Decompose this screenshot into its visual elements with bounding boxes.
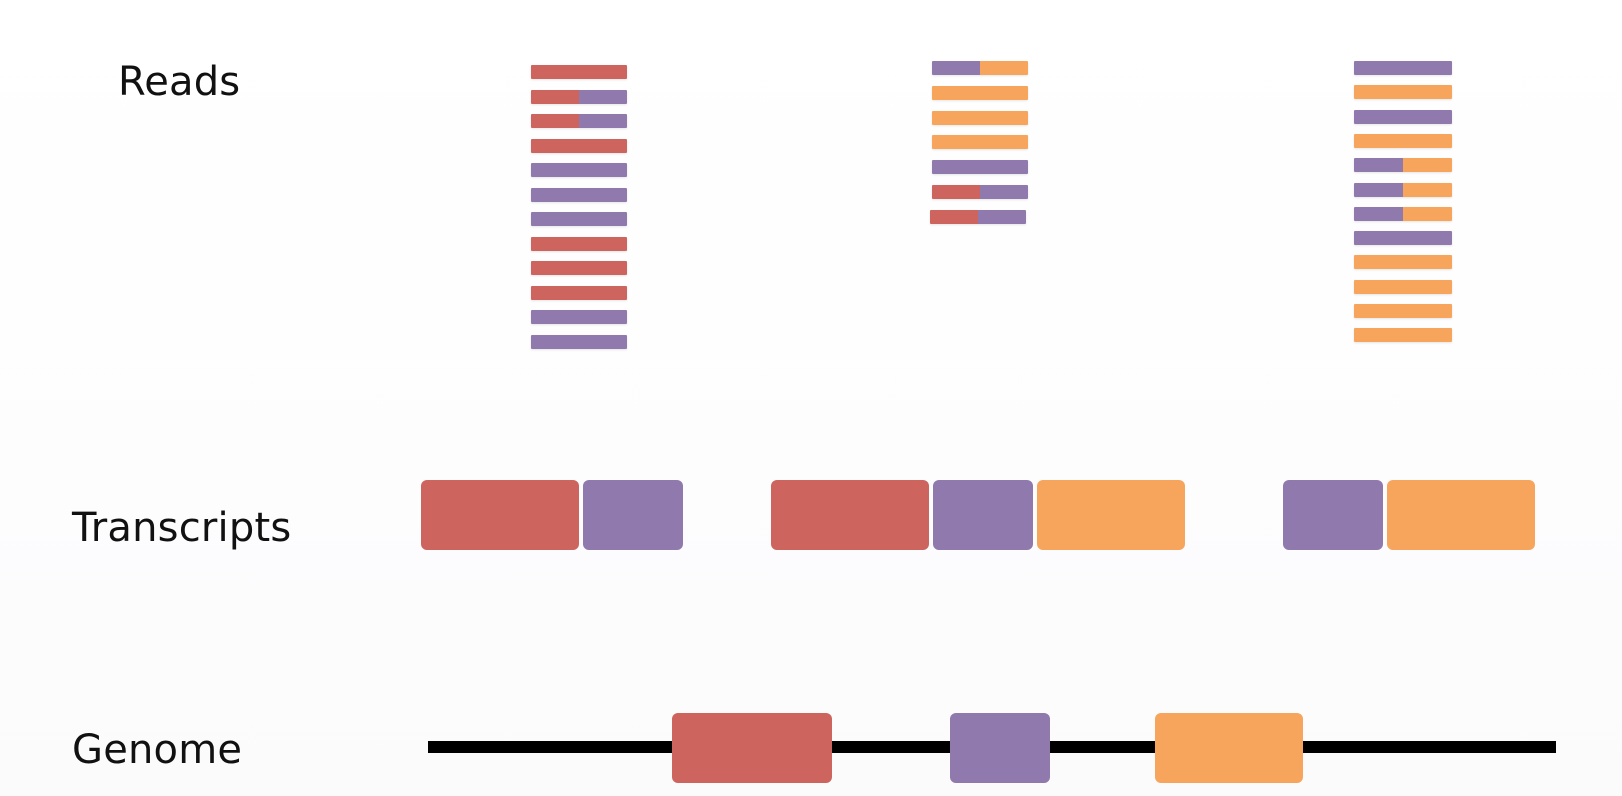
read-segment-purple — [531, 187, 627, 202]
read-bar — [531, 114, 627, 128]
read-bar — [1354, 182, 1452, 197]
genome-exon-red — [672, 713, 832, 783]
read-segment-purple — [980, 185, 1028, 199]
transcript-exon-purple — [583, 480, 683, 550]
read-segment-red — [531, 261, 627, 275]
read-segment-red — [531, 65, 627, 79]
read-segment-orange — [1354, 255, 1452, 270]
transcript-exon-purple — [933, 480, 1033, 550]
read-bar — [1354, 328, 1452, 343]
read-bar — [531, 163, 627, 177]
transcripts-label: Transcripts — [72, 505, 292, 551]
genome-exon-orange — [1155, 713, 1303, 783]
genome-exon-purple — [950, 713, 1050, 783]
read-segment-orange — [1354, 304, 1452, 318]
read-segment-purple — [932, 61, 980, 75]
transcript-exon-red — [421, 480, 579, 550]
read-segment-orange — [1354, 133, 1452, 148]
read-segment-orange — [1403, 182, 1452, 197]
read-bar — [1354, 206, 1452, 221]
read-bar — [531, 89, 627, 104]
read-segment-purple — [1354, 182, 1403, 197]
read-segment-orange — [932, 85, 1028, 100]
read-segment-red — [531, 285, 627, 300]
read-segment-orange — [932, 110, 1028, 125]
read-segment-red — [932, 185, 980, 199]
read-segment-red — [531, 114, 579, 128]
read-segment-orange — [1403, 158, 1452, 173]
transcript-exon-orange — [1387, 480, 1535, 550]
read-segment-orange — [1354, 279, 1452, 294]
read-bar — [930, 209, 1026, 224]
read-bar — [932, 160, 1028, 175]
read-segment-red — [531, 138, 627, 153]
read-segment-purple — [1354, 231, 1452, 246]
transcript-exon-red — [771, 480, 929, 550]
read-bar — [1354, 304, 1452, 318]
read-bar — [531, 138, 627, 153]
read-segment-purple — [1354, 158, 1403, 173]
read-bar — [1354, 133, 1452, 148]
read-segment-purple — [531, 334, 627, 349]
read-bar — [932, 185, 1028, 199]
read-bar — [531, 261, 627, 275]
read-segment-purple — [579, 89, 627, 104]
read-segment-purple — [1354, 109, 1452, 124]
transcript-exon-orange — [1037, 480, 1185, 550]
read-segment-orange — [1354, 85, 1452, 100]
read-segment-purple — [579, 114, 627, 128]
read-segment-purple — [531, 310, 627, 324]
read-bar — [1354, 255, 1452, 270]
read-bar — [531, 187, 627, 202]
read-segment-red — [531, 89, 579, 104]
read-segment-red — [531, 236, 627, 251]
genome-label: Genome — [72, 727, 243, 773]
reads-label: Reads — [118, 59, 241, 105]
read-bar — [531, 285, 627, 300]
read-segment-orange — [932, 135, 1028, 150]
read-segment-orange — [1354, 328, 1452, 343]
read-segment-red — [930, 209, 978, 224]
read-bar — [932, 135, 1028, 150]
read-bar — [531, 310, 627, 324]
read-segment-orange — [1403, 206, 1452, 221]
read-bar — [531, 65, 627, 79]
read-segment-purple — [1354, 206, 1403, 221]
read-segment-purple — [531, 163, 627, 177]
read-bar — [932, 110, 1028, 125]
read-segment-purple — [932, 160, 1028, 175]
read-bar — [1354, 158, 1452, 173]
read-bar — [531, 212, 627, 226]
read-bar — [1354, 61, 1452, 75]
read-segment-purple — [1354, 61, 1452, 75]
read-bar — [1354, 279, 1452, 294]
read-segment-orange — [980, 61, 1028, 75]
read-segment-purple — [978, 209, 1026, 224]
read-bar — [531, 334, 627, 349]
transcript-exon-purple — [1283, 480, 1383, 550]
read-bar — [531, 236, 627, 251]
read-bar — [932, 85, 1028, 100]
read-segment-purple — [531, 212, 627, 226]
read-bar — [1354, 109, 1452, 124]
read-bar — [1354, 85, 1452, 100]
read-bar — [932, 61, 1028, 75]
read-bar — [1354, 231, 1452, 246]
